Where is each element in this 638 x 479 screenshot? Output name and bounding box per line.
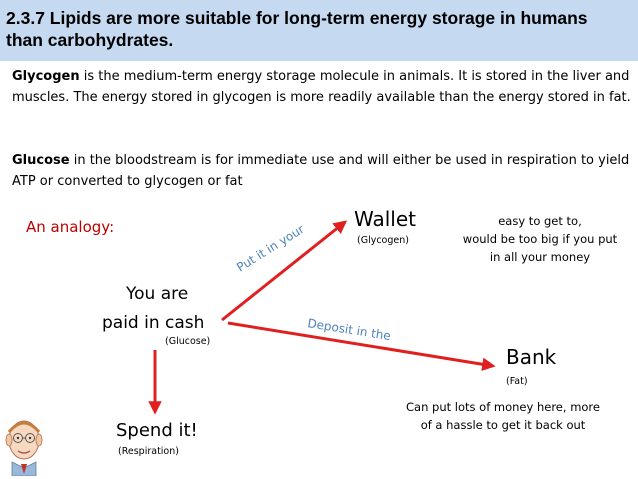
arrow-to-wallet: [221, 220, 348, 322]
title-banner: 2.3.7 Lipids are more suitable for long-…: [0, 0, 638, 61]
wallet-desc-line3: in all your money: [489, 250, 591, 264]
source-line2: paid in cash: [102, 313, 205, 333]
source-note: (Glucose): [165, 336, 211, 347]
bank-desc-line1: Can put lots of money here, more: [406, 400, 600, 414]
spend-label: Spend it!: [116, 420, 198, 441]
arrow-wallet-text: Put it in your: [234, 222, 307, 275]
source-line1: You are: [126, 284, 189, 304]
spend-note: (Respiration): [118, 446, 179, 457]
analogy-label: An analogy:: [26, 218, 115, 236]
cartoon-face-icon: [5, 420, 43, 476]
wallet-label: Wallet: [354, 207, 417, 231]
wallet-note: (Glycogen): [357, 235, 409, 246]
bank-desc-line2: of a hassle to get it back out: [420, 418, 586, 432]
glucose-paragraph: Glucose in the bloodstream is for immedi…: [12, 150, 632, 192]
glycogen-paragraph: Glycogen is the medium-term energy stora…: [12, 66, 632, 108]
bank-label: Bank: [506, 345, 557, 369]
wallet-desc-line2: would be too big if you put: [462, 232, 618, 246]
arrow-to-bank: [227, 321, 496, 371]
glucose-term: Glucose: [12, 153, 70, 168]
bank-description: Can put lots of money here, more of a ha…: [388, 398, 618, 434]
glycogen-term: Glycogen: [12, 69, 80, 84]
glycogen-text: is the medium-term energy storage molecu…: [12, 69, 631, 105]
glucose-text: in the bloodstream is for immediate use …: [12, 153, 630, 189]
wallet-description: easy to get to, would be too big if you …: [450, 212, 630, 266]
bank-note: (Fat): [506, 376, 528, 387]
wallet-desc-line1: easy to get to,: [498, 214, 582, 228]
slide-title: 2.3.7 Lipids are more suitable for long-…: [6, 8, 588, 50]
